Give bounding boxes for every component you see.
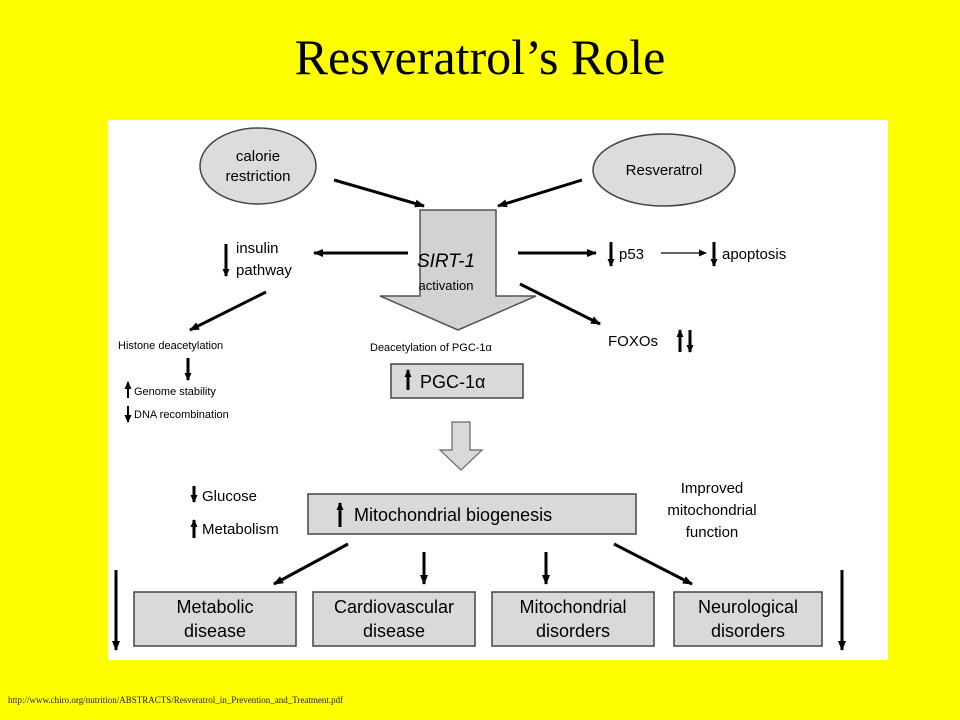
calorie-restriction-label-1: calorie [236, 148, 280, 165]
calorie-restriction-label-2: restriction [225, 168, 290, 185]
resveratrol-label: Resveratrol [626, 162, 703, 179]
outcome-mitochondrial-disorders: Mitochondrial disorders [491, 591, 655, 647]
insulin-pathway-label-1: insulin [236, 240, 279, 257]
improved-function-label-3: function [686, 524, 739, 541]
calorie-restriction-node: calorie restriction [199, 127, 317, 205]
diagram-panel: calorie restriction Resveratrol SIRT-1 a… [108, 120, 888, 660]
arrow-resveratrol-to-sirt1 [497, 178, 583, 208]
outcome-label-2: disorders [711, 621, 785, 641]
source-url: http://www.chiro.org/nutrition/ABSTRACTS… [8, 695, 344, 705]
outcome-metabolic-disease: Metabolic disease [133, 591, 297, 647]
p53-label: p53 [619, 246, 644, 263]
sirt1-activation-arrow: SIRT-1 activation [379, 209, 537, 331]
deacetylation-pgc1a-label: Deacetylation of PGC-1α [370, 342, 493, 354]
resveratrol-node: Resveratrol [592, 133, 736, 207]
histone-deacetylation-label: Histone deacetylation [118, 340, 223, 352]
pgc1a-label: PGC-1α [420, 372, 485, 392]
sirt1-activation-label: activation [419, 278, 474, 293]
mitochondrial-biogenesis-label: Mitochondrial biogenesis [354, 505, 552, 525]
glucose-label: Glucose [202, 488, 257, 505]
insulin-pathway-label-2: pathway [236, 262, 292, 279]
apoptosis-label: apoptosis [722, 246, 786, 263]
outcome-label-2: disease [363, 621, 425, 641]
outcome-label-1: Metabolic [176, 597, 253, 617]
dna-recombination-label: DNA recombination [134, 409, 229, 421]
outcome-label-2: disorders [536, 621, 610, 641]
metabolism-label: Metabolism [202, 521, 279, 538]
outcome-cardiovascular-disease: Cardiovascular disease [312, 591, 476, 647]
outcome-label-1: Neurological [698, 597, 798, 617]
foxos-label: FOXOs [608, 333, 658, 350]
pgc1a-to-biogenesis-arrow [438, 421, 484, 471]
pgc1a-box: PGC-1α [390, 363, 524, 399]
outcome-label-2: disease [184, 621, 246, 641]
outcome-neurological-disorders: Neurological disorders [673, 591, 823, 647]
arrow-sirt1-to-foxos [519, 282, 601, 326]
arrow-to-metabolic [273, 542, 349, 586]
sirt1-label: SIRT-1 [417, 251, 475, 272]
arrow-calorie-to-sirt1 [333, 178, 425, 208]
mitochondrial-biogenesis-box: Mitochondrial biogenesis [307, 493, 637, 535]
improved-function-label-2: mitochondrial [667, 502, 756, 519]
outcome-label-1: Cardiovascular [334, 597, 454, 617]
outcome-label-1: Mitochondrial [519, 597, 626, 617]
improved-function-label-1: Improved [681, 480, 744, 497]
sirt1-pathway-diagram: calorie restriction Resveratrol SIRT-1 a… [112, 127, 846, 651]
arrow-insulin-to-histone [189, 290, 267, 332]
genome-stability-label: Genome stability [134, 386, 216, 398]
arrow-to-neurological [613, 542, 693, 586]
slide-title: Resveratrol’s Role [294, 29, 666, 85]
